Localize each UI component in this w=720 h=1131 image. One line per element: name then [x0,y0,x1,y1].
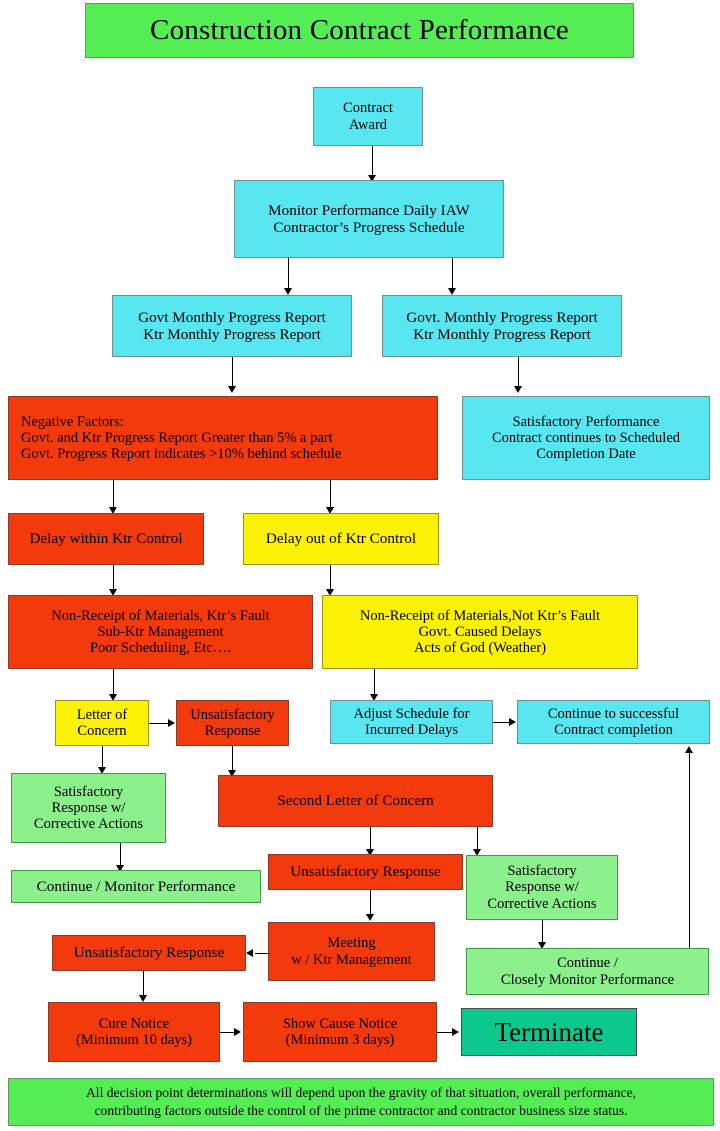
arrowhead-second-letter-to-unsat2 [366,849,374,856]
node-govt-report-right[interactable]: Govt. Monthly Progress Report Ktr Monthl… [382,295,622,357]
connector-monitor-to-left-report [288,258,289,292]
connector-delay-out-to-non-receipt [330,565,331,593]
arrowhead-adjust-to-continue [509,718,516,726]
footer-note: All decision point determinations will d… [8,1078,714,1126]
connector-non-receipt-not-fault-to-adjust [374,669,375,698]
node-continue-to-successful-completion[interactable]: Continue to successful Contract completi… [517,700,710,744]
connector-cure-to-show-cause [220,1032,235,1033]
arrowhead-delay-within-to-non-receipt [109,589,117,596]
connector-unsat3-to-cure-notice [143,971,144,999]
node-adjust-schedule[interactable]: Adjust Schedule for Incurred Delays [330,700,493,744]
connector-second-letter-to-sat2 [477,827,478,853]
connector-show-cause-to-terminate [437,1032,452,1033]
node-continue-closely-monitor[interactable]: Continue / Closely Monitor Performance [466,948,709,995]
arrowhead-letter-to-unsat1 [168,719,175,727]
connector-letter-to-unsat1 [149,723,169,724]
arrowhead-meeting-to-unsat3 [246,949,253,957]
node-delay-out-of-ktr-control[interactable]: Delay out of Ktr Control [243,513,439,565]
connector-unsat2-to-meeting [370,890,371,918]
node-continue-monitor-performance[interactable]: Continue / Monitor Performance [11,870,261,903]
arrowhead-negative-to-delay-out [326,507,334,514]
arrowhead-letter-to-sat1 [98,767,106,774]
connector-right-report-to-satisfactory [518,357,519,390]
arrowhead-unsat1-to-second-letter [228,770,236,777]
node-terminate[interactable]: Terminate [461,1008,637,1056]
page-title: Construction Contract Performance [85,3,634,58]
node-meeting-with-ktr-management[interactable]: Meeting w / Ktr Management [268,922,435,981]
node-show-cause-notice[interactable]: Show Cause Notice (Minimum 3 days) [243,1002,437,1062]
node-delay-within-ktr-control[interactable]: Delay within Ktr Control [8,513,204,565]
node-unsatisfactory-response-3[interactable]: Unsatisfactory Response [52,935,246,971]
arrowhead-monitor-to-right-report [448,288,456,295]
arrowhead-unsat3-to-cure-notice [139,995,147,1002]
arrowhead-sat2-to-continue-closely [538,942,546,949]
node-satisfactory-response-2[interactable]: Satisfactory Response w/ Corrective Acti… [466,855,618,920]
connector-sat1-to-continue-monitor [120,843,121,869]
arrowhead-non-receipt-to-letter [109,694,117,701]
node-cure-notice[interactable]: Cure Notice (Minimum 10 days) [48,1002,220,1062]
node-contract-award[interactable]: Contract Award [313,87,423,146]
arrowhead-monitor-to-left-report [284,288,292,295]
arrowhead-award-to-monitor [368,175,376,182]
arrowhead-negative-to-delay-within [109,507,117,514]
node-non-receipt-ktr-fault[interactable]: Non-Receipt of Materials, Ktr’s Fault Su… [8,595,313,669]
arrowhead-delay-out-to-non-receipt [326,589,334,596]
node-unsatisfactory-response-2[interactable]: Unsatisfactory Response [268,854,463,890]
arrowhead-show-cause-to-terminate [452,1028,459,1036]
node-letter-of-concern[interactable]: Letter of Concern [55,700,149,746]
node-unsatisfactory-response-1[interactable]: Unsatisfactory Response [176,700,289,746]
connector-left-report-to-negative [232,357,233,390]
connector-sat2-to-continue-closely [542,920,543,946]
node-monitor-performance[interactable]: Monitor Performance Daily IAW Contractor… [234,180,504,258]
node-satisfactory-performance[interactable]: Satisfactory Performance Contract contin… [462,396,710,480]
arrowhead-right-report-to-satisfactory [514,386,522,393]
connector-delay-within-to-non-receipt [113,565,114,593]
arrowhead-continue-closely-to-successful [685,746,693,753]
connector-negative-to-delay-out [330,480,331,511]
connector-continue-closely-to-successful [689,752,690,948]
node-negative-factors[interactable]: Negative Factors: Govt. and Ktr Progress… [8,396,438,480]
arrowhead-sat1-to-continue-monitor [116,865,124,872]
node-non-receipt-not-ktr-fault[interactable]: Non-Receipt of Materials,Not Ktr’s Fault… [322,595,638,669]
arrowhead-second-letter-to-sat2 [473,849,481,856]
connector-meeting-to-unsat3 [255,953,270,954]
connector-award-to-monitor [372,146,373,179]
node-satisfactory-response-1[interactable]: Satisfactory Response w/ Corrective Acti… [11,773,166,843]
connector-second-letter-to-unsat2 [370,827,371,853]
arrowhead-non-receipt-not-fault-to-adjust [370,694,378,701]
connector-non-receipt-to-letter [113,669,114,698]
connector-adjust-to-continue [493,722,510,723]
connector-monitor-to-right-report [452,258,453,292]
node-govt-report-left[interactable]: Govt Monthly Progress Report Ktr Monthly… [112,295,352,357]
connector-letter-to-sat1 [102,746,103,771]
arrowhead-cure-to-show-cause [234,1028,241,1036]
connector-unsat1-to-second-letter [232,746,233,774]
connector-negative-to-delay-within [113,480,114,511]
node-second-letter-of-concern[interactable]: Second Letter of Concern [218,775,493,827]
arrowhead-left-report-to-negative [228,386,236,393]
arrowhead-unsat2-to-meeting [366,914,374,921]
